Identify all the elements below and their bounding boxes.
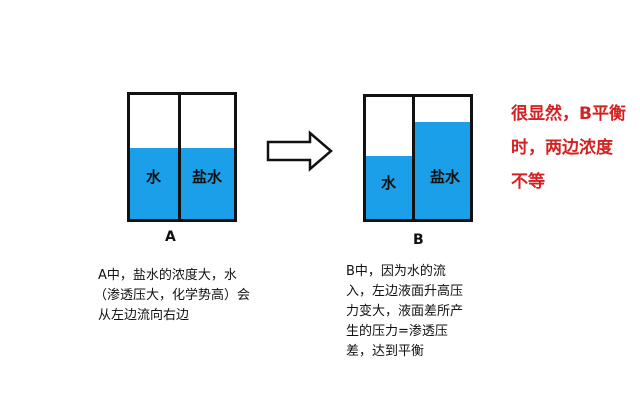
explanation-b-line-5: 差，达到平衡 [346, 344, 425, 359]
conclusion-note-line-1: 很显然，B平衡 [511, 104, 626, 124]
explanation-b-line-1: B中，因为水的流 [346, 264, 446, 279]
beaker-a: 水 盐水 [127, 92, 237, 222]
beaker-b-right-label: 盐水 [430, 168, 461, 186]
explanation-a: A中，盐水的浓度大，水 （渗透压大，化学势高）会 从左边流向右边 [94, 266, 250, 326]
explanation-a-line-3: 从左边流向右边 [98, 308, 190, 323]
explanation-b-line-3: 力变大，液面差所产 [346, 304, 464, 319]
explanation-b: B中，因为水的流 入，左边液面升高压 力变大，液面差所产 生的压力=渗透压 差，… [346, 262, 463, 362]
beaker-a-frame [127, 92, 237, 222]
beaker-b-left-water [366, 156, 412, 220]
beaker-a-left-water [130, 148, 178, 219]
beaker-a-right-label: 盐水 [192, 168, 223, 186]
explanation-a-line-1: A中，盐水的浓度大，水 [98, 268, 237, 283]
beaker-b-right-water [415, 122, 470, 220]
beaker-a-caption: A [165, 229, 176, 245]
explanation-b-line-4: 生的压力=渗透压 [346, 324, 448, 339]
right-arrow-icon [266, 130, 333, 172]
beaker-b-caption: B [413, 232, 424, 248]
beaker-a-left-label: 水 [146, 168, 162, 186]
beaker-b-frame [363, 94, 473, 222]
explanation-a-line-2: （渗透压大，化学势高）会 [94, 288, 251, 303]
conclusion-note-line-2: 时，两边浓度 [511, 138, 613, 158]
beaker-b-left-label: 水 [381, 174, 397, 192]
conclusion-note: 很显然，B平衡 时，两边浓度 不等 [511, 100, 626, 196]
explanation-b-line-2: 入，左边液面升高压 [346, 284, 464, 299]
conclusion-note-line-3: 不等 [511, 172, 545, 192]
beaker-b: 水 盐水 [363, 94, 473, 222]
beaker-a-right-water [181, 148, 234, 219]
